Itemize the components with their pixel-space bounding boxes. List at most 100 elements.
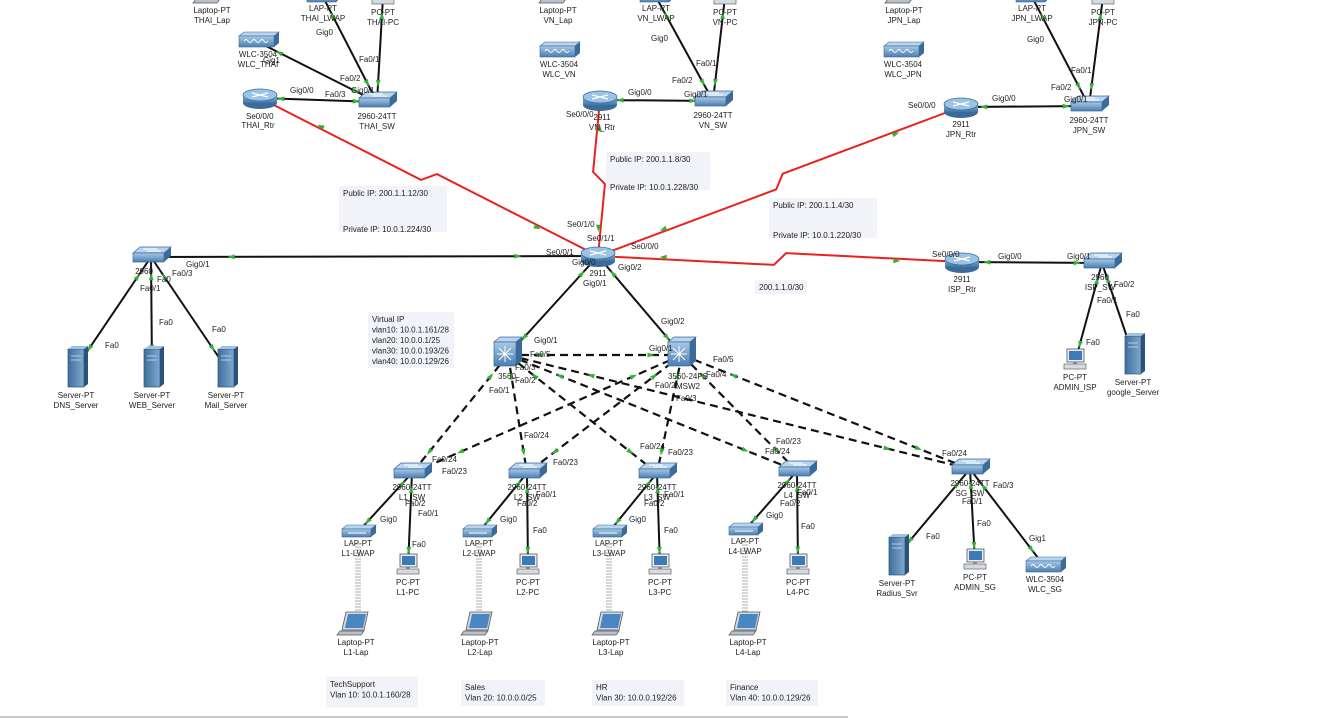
device-name-label: VN_LWAP xyxy=(637,14,674,23)
port-label: Fa0 xyxy=(533,526,547,535)
link-status-up-l3_sw-l3_lwap-0 xyxy=(644,480,651,488)
note-line: Vlan 30: 10.0.0.192/26 xyxy=(596,694,677,703)
serial-link-thai_rtr-core_rtr[interactable] xyxy=(259,97,599,257)
ethernet-link-msw1-l1_sw[interactable] xyxy=(411,354,509,474)
router-icon xyxy=(582,90,618,112)
laptop-icon xyxy=(192,0,225,4)
device-model-label: Laptop-PT xyxy=(592,638,629,647)
link-status-up-vn_sw-vn_pc-0 xyxy=(713,78,718,87)
port-label: Fa0/3 xyxy=(325,90,346,99)
link-status-up-thai_sw-thai_lwap-0 xyxy=(363,79,370,87)
ethernet-link-isp_rtr-isp_sw[interactable] xyxy=(961,261,1103,264)
link-status-up-vn_rtr-vn_sw-1 xyxy=(689,98,697,104)
ap-icon xyxy=(728,522,764,536)
server-icon xyxy=(888,533,910,576)
serial-link-core_rtr-isp_rtr[interactable] xyxy=(597,252,963,266)
serial-link-vn_rtr-core_rtr[interactable] xyxy=(592,99,606,257)
wlc-icon xyxy=(883,41,925,58)
link-status-up-thai_sw-thai_pc-0 xyxy=(375,79,381,88)
link-status-up-jpn_rtr-jpn_sw-0 xyxy=(980,104,988,110)
port-label: Se0/1/1 xyxy=(587,234,615,243)
ethernet-link-msw1-l3_sw[interactable] xyxy=(507,354,658,474)
pc-icon xyxy=(1091,0,1115,5)
port-label: Fa0/1 xyxy=(664,490,685,499)
wireless-link-l3_lwap-l3_lap xyxy=(606,543,612,611)
port-label: Gig0/0 xyxy=(628,88,652,97)
device-model-label: 2911 xyxy=(952,120,970,129)
ethernet-link-msw2-l1_sw[interactable] xyxy=(411,353,683,475)
device-model-label: PC-PT xyxy=(371,8,395,17)
device-msw1[interactable]: 3560 xyxy=(493,336,523,381)
ap-icon xyxy=(341,524,377,538)
port-label: Gig0 xyxy=(629,515,646,524)
link-status-up-vn_rtr-core_rtr-1 xyxy=(596,224,601,232)
device-model-label: Laptop-PT xyxy=(539,6,576,15)
device-model-label: Laptop-PT xyxy=(193,6,230,15)
device-thai-rtr[interactable]: THAI_Rtr xyxy=(241,88,278,130)
port-label: Gig0/0 xyxy=(572,258,596,267)
ethernet-link-dmz_sw-core_rtr[interactable] xyxy=(150,255,599,258)
note-line: Public IP: 200.1.1.8/30 xyxy=(610,155,691,164)
link-status-up-msw1-l1_sw-1 xyxy=(426,447,434,455)
device-core-rtr[interactable]: 2911 xyxy=(580,246,616,278)
link-status-up-sg_sw-wlc_sg-0 xyxy=(981,483,988,491)
port-label: Fa0 xyxy=(664,526,678,535)
device-name-label: L1-Lap xyxy=(344,648,369,657)
laptop-icon xyxy=(460,611,493,636)
serial-link-jpn_rtr-core_rtr[interactable] xyxy=(597,106,962,257)
port-label: Fa0 xyxy=(412,540,426,549)
link-status-up-msw2-l1_sw-0 xyxy=(629,374,638,380)
device-dmz-sw[interactable]: 2960 xyxy=(132,246,172,276)
device-name-label: JPN_Rtr xyxy=(946,130,977,139)
port-label: Fa0/1 xyxy=(1071,66,1092,75)
